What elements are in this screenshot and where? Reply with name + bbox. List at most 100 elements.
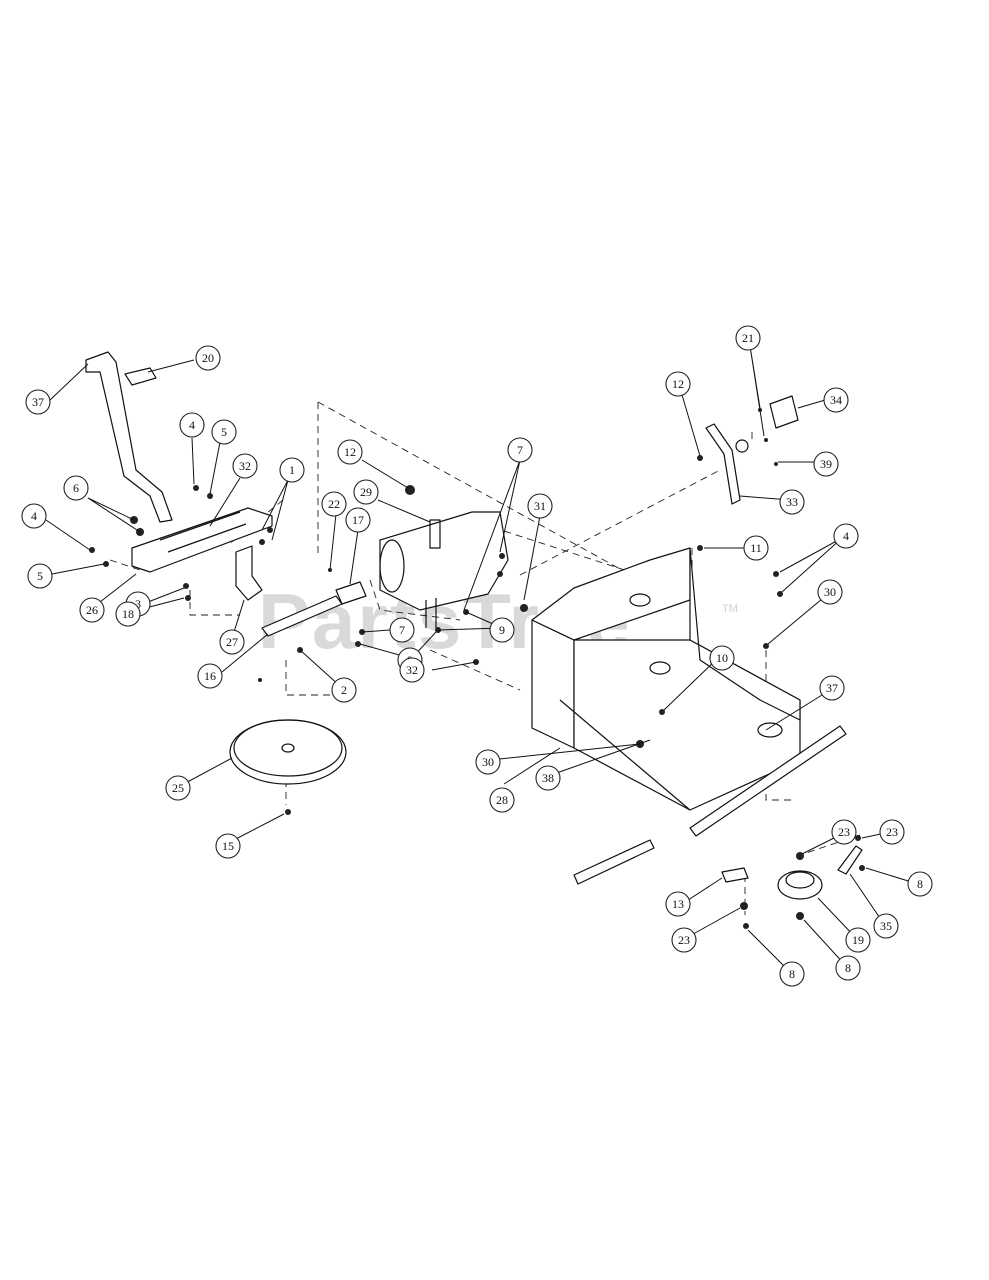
svg-text:23: 23 [886,825,898,839]
svg-text:32: 32 [239,459,251,473]
svg-text:20: 20 [202,351,214,365]
callout-11: 11 [743,535,769,561]
svg-text:28: 28 [496,793,508,807]
axle-rods [573,725,847,885]
callouts: 20 37 4 5 32 1 6 4 5 26 3 18 27 12 29 22… [21,325,933,987]
callout-23: 23 [671,927,697,953]
callout-23: 23 [879,819,905,845]
svg-text:5: 5 [37,569,43,583]
svg-text:18: 18 [122,607,134,621]
callout-6: 6 [63,475,89,501]
svg-text:4: 4 [31,509,37,523]
callout-18: 18 [115,601,141,627]
callout-8: 8 [835,955,861,981]
svg-text:12: 12 [672,377,684,391]
svg-text:33: 33 [786,495,798,509]
callout-37: 37 [25,389,51,415]
fuel-tank-29 [379,511,509,628]
callout-7: 7 [389,617,415,643]
svg-text:37: 37 [826,681,838,695]
svg-text:32: 32 [406,663,418,677]
bracket-35 [837,845,863,875]
svg-text:29: 29 [360,485,372,499]
svg-text:10: 10 [716,651,728,665]
callout-17: 17 [345,507,371,533]
callout-22: 22 [321,491,347,517]
svg-text:30: 30 [482,755,494,769]
svg-text:5: 5 [221,425,227,439]
idler-pulley-19 [777,870,823,900]
svg-text:25: 25 [172,781,184,795]
callout-30: 30 [475,749,501,775]
callout-5: 5 [211,419,237,445]
callout-25: 25 [165,775,191,801]
callout-16: 16 [197,663,223,689]
callout-4: 4 [833,523,859,549]
callout-30: 30 [817,579,843,605]
svg-text:22: 22 [328,497,340,511]
callout-10: 10 [709,645,735,671]
callout-9: 9 [489,617,515,643]
svg-text:26: 26 [86,603,98,617]
svg-text:23: 23 [678,933,690,947]
callout-19: 19 [845,927,871,953]
svg-text:8: 8 [917,877,923,891]
svg-text:13: 13 [672,897,684,911]
svg-text:12: 12 [344,445,356,459]
callout-35: 35 [873,913,899,939]
callout-21: 21 [735,325,761,351]
callout-8: 8 [779,961,805,987]
svg-text:9: 9 [499,623,505,637]
callout-38: 38 [535,765,561,791]
svg-text:4: 4 [843,529,849,543]
bracket-26 [131,507,273,573]
callout-12: 12 [665,371,691,397]
callout-27: 27 [219,629,245,655]
callout-32: 32 [232,453,258,479]
svg-text:7: 7 [517,443,523,457]
callout-34: 34 [823,387,849,413]
callout-26: 26 [79,597,105,623]
pedal-pad-20 [124,367,157,386]
svg-text:16: 16 [204,669,216,683]
svg-text:21: 21 [742,331,754,345]
svg-text:2: 2 [341,683,347,697]
bracket-13 [721,867,749,883]
svg-text:38: 38 [542,771,554,785]
svg-text:23: 23 [838,825,850,839]
svg-text:35: 35 [880,919,892,933]
callout-5: 5 [27,563,53,589]
callout-20: 20 [195,345,221,371]
svg-text:39: 39 [820,457,832,471]
callout-33: 33 [779,489,805,515]
svg-text:7: 7 [399,623,405,637]
callout-12: 12 [337,439,363,465]
callout-4: 4 [179,412,205,438]
svg-text:17: 17 [352,513,364,527]
svg-text:19: 19 [852,933,864,947]
svg-text:8: 8 [845,961,851,975]
callout-32: 32 [399,657,425,683]
svg-text:34: 34 [830,393,842,407]
plate-34 [769,395,799,429]
callout-7: 7 [507,437,533,463]
callout-8: 8 [907,871,933,897]
arm-33 [705,423,749,505]
collar-17 [335,581,367,605]
svg-text:15: 15 [222,839,234,853]
svg-text:11: 11 [750,541,762,555]
callout-37: 37 [819,675,845,701]
svg-text:8: 8 [789,967,795,981]
callout-31: 31 [527,493,553,519]
svg-text:1: 1 [289,463,295,477]
callout-29: 29 [353,479,379,505]
callout-4: 4 [21,503,47,529]
svg-text:6: 6 [73,481,79,495]
frame-28 [531,547,801,811]
svg-text:3: 3 [135,597,141,611]
watermark-tm: TM [722,603,738,615]
svg-text:37: 37 [32,395,44,409]
svg-text:31: 31 [534,499,546,513]
svg-text:27: 27 [226,635,238,649]
